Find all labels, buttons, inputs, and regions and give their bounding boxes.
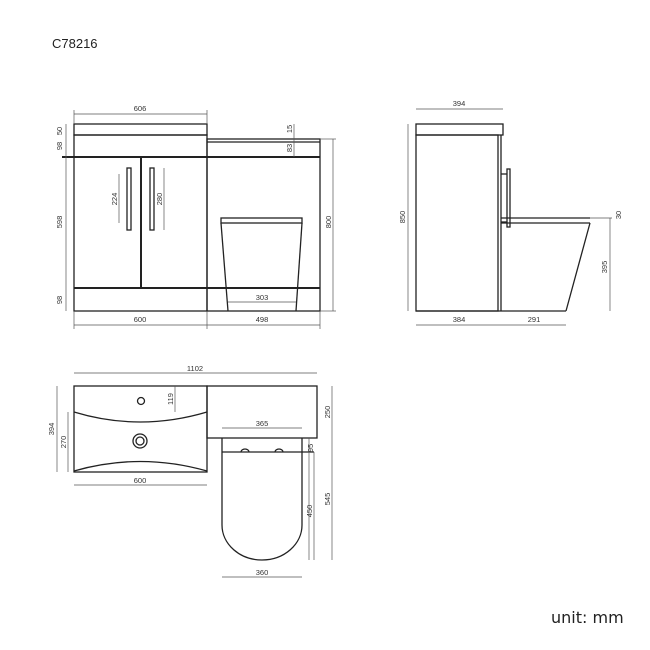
dim-handle-right: 280 bbox=[155, 193, 164, 206]
dim-seat-offset: 95 bbox=[306, 444, 315, 452]
dim-wc-top: 15 bbox=[285, 125, 294, 133]
side-view: 394 850 30 395 384 291 bbox=[398, 99, 623, 326]
dim-upper-band: 98 bbox=[55, 142, 64, 150]
dim-basin-width: 600 bbox=[134, 476, 147, 485]
dim-basin-top: 50 bbox=[55, 127, 64, 135]
dim-door-height: 598 bbox=[55, 216, 64, 229]
dim-handle-left: 224 bbox=[110, 193, 119, 206]
dim-seat-length: 450 bbox=[305, 505, 314, 518]
dim-top-depth: 394 bbox=[453, 99, 466, 108]
dim-pan-top-width: 365 bbox=[256, 419, 269, 428]
dim-basin-depth: 394 bbox=[47, 423, 56, 436]
plan-view: 119 1102 394 270 600 250 365 95 450 545 … bbox=[47, 364, 333, 578]
dim-pan-height: 395 bbox=[600, 261, 609, 274]
dim-plan-pan-width: 360 bbox=[256, 568, 269, 577]
dim-wc-band: 83 bbox=[285, 144, 294, 152]
dim-overall-width: 1102 bbox=[187, 364, 203, 373]
dim-tap-deck: 119 bbox=[166, 393, 175, 405]
dim-wc-width: 498 bbox=[256, 315, 269, 324]
dim-cabinet-depth: 384 bbox=[453, 315, 466, 324]
dim-total-projection: 545 bbox=[323, 493, 332, 506]
dim-wc-depth: 250 bbox=[323, 406, 332, 419]
dim-bowl-depth: 270 bbox=[59, 436, 68, 449]
dim-overall-height: 800 bbox=[324, 216, 333, 229]
dim-pan-width: 303 bbox=[256, 293, 269, 302]
product-code: C78216 bbox=[52, 36, 98, 51]
dim-vanity-width: 600 bbox=[134, 315, 147, 324]
dim-pan-projection: 291 bbox=[528, 315, 541, 324]
unit-label: unit: mm bbox=[551, 608, 624, 627]
front-view: 606 50 98 598 98 224 280 15 83 800 600 4… bbox=[55, 104, 336, 329]
dim-seat-thickness: 30 bbox=[614, 211, 623, 219]
dim-side-height: 850 bbox=[398, 211, 407, 224]
dim-top-width: 606 bbox=[134, 104, 147, 113]
dim-plinth: 98 bbox=[55, 296, 64, 304]
